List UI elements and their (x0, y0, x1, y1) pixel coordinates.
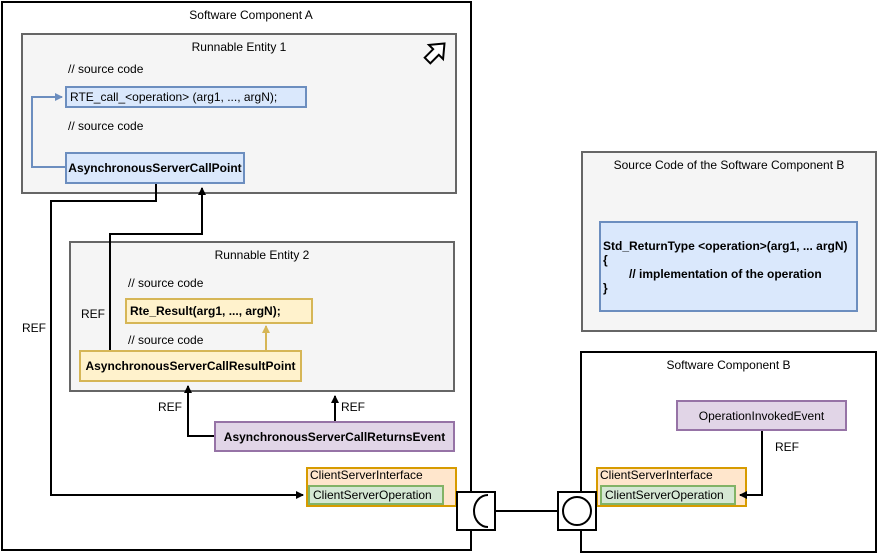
source-line-4: } (603, 281, 608, 295)
rte-result-box[interactable]: Rte_Result(arg1, ..., argN); (125, 298, 313, 324)
operation-invoked-event[interactable]: OperationInvokedEvent (676, 400, 847, 431)
source-code-component-b-title: Source Code of the Software Component B (613, 158, 845, 172)
ref-label-b: REF (775, 440, 799, 454)
call-point-label: AsynchronousServerCallPoint (68, 161, 242, 175)
rte-call-text: RTE_call_<operation> (arg1, ..., argN); (70, 90, 278, 104)
ref-label-event-left: REF (158, 400, 182, 414)
software-component-b[interactable] (580, 351, 877, 553)
ref-label-event-right: REF (341, 400, 365, 414)
ref-label-call: REF (81, 307, 105, 321)
source-line-3: // implementation of the operation (629, 267, 822, 281)
source-code-block[interactable]: Std_ReturnType <operation>(arg1, ... arg… (599, 221, 858, 312)
operation-invoked-event-label: OperationInvokedEvent (698, 408, 825, 423)
runnable-entity-1-title: Runnable Entity 1 (191, 40, 287, 54)
runnable-1-comment-bottom: // source code (68, 119, 144, 133)
rte-result-text: Rte_Result(arg1, ..., argN); (130, 304, 281, 318)
asynchronous-server-call-result-point[interactable]: AsynchronousServerCallResultPoint (79, 350, 302, 382)
ref-label-outer: REF (22, 321, 46, 335)
runnable-1-comment-top: // source code (68, 62, 144, 76)
runnable-2-comment-top: // source code (128, 276, 204, 290)
provided-port[interactable] (557, 491, 597, 531)
software-component-a-title: Software Component A (189, 8, 313, 22)
software-component-b-title: Software Component B (666, 358, 791, 372)
client-server-operation-b[interactable]: ClientServerOperation (600, 485, 736, 505)
client-server-interface-a-title: ClientServerInterface (310, 468, 423, 482)
asynchronous-server-call-point[interactable]: AsynchronousServerCallPoint (65, 152, 245, 184)
client-server-interface-b-title: ClientServerInterface (600, 468, 713, 482)
client-server-operation-a[interactable]: ClientServerOperation (308, 485, 444, 505)
source-line-2: { (603, 253, 608, 267)
required-port[interactable] (456, 491, 496, 531)
runnable-2-comment-bottom: // source code (128, 333, 204, 347)
source-line-1: Std_ReturnType <operation>(arg1, ... arg… (603, 239, 848, 253)
returns-event-label: AsynchronousServerCallReturnsEvent (223, 429, 446, 444)
runnable-entity-2-title: Runnable Entity 2 (214, 248, 310, 262)
client-server-operation-a-label: ClientServerOperation (313, 488, 432, 502)
rte-call-box[interactable]: RTE_call_<operation> (arg1, ..., argN); (65, 86, 307, 108)
client-server-operation-b-label: ClientServerOperation (605, 488, 724, 502)
result-point-label: AsynchronousServerCallResultPoint (85, 359, 296, 373)
asynchronous-server-call-returns-event[interactable]: AsynchronousServerCallReturnsEvent (214, 421, 455, 452)
